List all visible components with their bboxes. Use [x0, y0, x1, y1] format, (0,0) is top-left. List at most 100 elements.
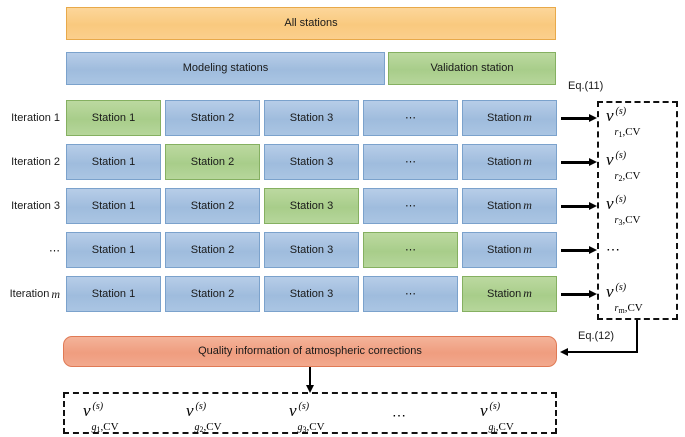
- station-cell[interactable]: Station 2: [165, 232, 260, 268]
- station-cell[interactable]: ⋯: [363, 232, 458, 268]
- cv-bottom-symbol: ⋯: [392, 409, 407, 424]
- station-cell-label: ⋯: [405, 111, 416, 124]
- iteration-output-arrow-line: [561, 117, 589, 120]
- station-cell[interactable]: Station 1: [66, 232, 161, 268]
- cv-symbol-superscript: (s): [92, 401, 104, 412]
- cv-symbol-superscript: (s): [298, 401, 310, 412]
- station-cell[interactable]: Station 3: [264, 232, 359, 268]
- iteration-row-label: Iteration 3: [11, 200, 60, 212]
- cv-symbol-base: v: [186, 401, 194, 420]
- station-cell[interactable]: ⋯: [363, 144, 458, 180]
- station-cell-label: Station 3: [289, 155, 334, 168]
- eq-11-label: Eq.(11): [568, 80, 604, 92]
- cv-symbol-superscript: (s): [615, 194, 627, 205]
- validation-station-box: Validation station: [388, 52, 556, 85]
- cv-symbol-superscript: (s): [489, 401, 501, 412]
- station-cell-label: ⋯: [405, 243, 416, 256]
- station-cell[interactable]: ⋯: [363, 276, 458, 312]
- cv-symbol-superscript: (s): [615, 150, 627, 161]
- cv-symbol-superscript: (s): [615, 282, 627, 293]
- eq12-horizontal-line: [568, 351, 638, 353]
- eq12-arrow-head: [560, 347, 568, 356]
- station-cell[interactable]: Station 1: [66, 188, 161, 224]
- iteration-output-arrow-line: [561, 293, 589, 296]
- cv-symbol-subscript: r3,CV: [614, 214, 641, 227]
- modeling-stations-box: Modeling stations: [66, 52, 385, 85]
- station-cell[interactable]: Station 3: [264, 100, 359, 136]
- station-cell-label: Station 1: [91, 287, 136, 300]
- station-cell[interactable]: Station 1: [66, 100, 161, 136]
- iteration-output-arrow-line: [561, 249, 589, 252]
- station-cell-label: Station 3: [289, 287, 334, 300]
- quality-information-box: Quality information of atmospheric corre…: [63, 336, 557, 367]
- quality-information-label: Quality information of atmospheric corre…: [198, 345, 422, 358]
- station-cell[interactable]: Station 1: [66, 276, 161, 312]
- station-cell-label: Station 1: [91, 199, 136, 212]
- station-cell-label: Station 3: [289, 199, 334, 212]
- cv-symbol-superscript: (s): [195, 401, 207, 412]
- cv-right-symbol: v(s)r1,CV: [606, 106, 641, 139]
- cv-symbol-subscript: g1,CV: [91, 421, 119, 434]
- iteration-output-arrow-line: [561, 161, 589, 164]
- iteration-output-arrow-line: [561, 205, 589, 208]
- eq-12-label: Eq.(12): [578, 330, 615, 342]
- cv-right-symbol: v(s) r2,CV: [606, 150, 641, 183]
- station-cell-label: Station 3: [289, 111, 334, 124]
- cv-symbol-base: v: [606, 282, 614, 301]
- cv-symbol-base: v: [606, 194, 614, 213]
- station-cell-label: Station 3: [289, 243, 334, 256]
- station-cell-label: Station 2: [190, 243, 235, 256]
- station-cell-label: ⋯: [405, 287, 416, 300]
- iteration-output-arrow-head: [589, 289, 597, 298]
- cv-symbol-subscript: rm,CV: [614, 302, 643, 315]
- quality-to-output-line: [309, 367, 311, 386]
- iteration-output-arrow-head: [589, 113, 597, 122]
- station-cell-label: ⋯: [405, 199, 416, 212]
- cv-symbol-subscript: r1,CV: [614, 126, 641, 139]
- station-cell-label: Station 1: [91, 155, 136, 168]
- all-stations-label: All stations: [284, 17, 338, 30]
- cv-symbol-base: v: [289, 401, 297, 420]
- station-cell[interactable]: Station 1: [66, 144, 161, 180]
- station-cell[interactable]: Station 3: [264, 276, 359, 312]
- station-cell[interactable]: Station 3: [264, 144, 359, 180]
- station-cell[interactable]: Station 3: [264, 188, 359, 224]
- station-cell[interactable]: Station 2: [165, 188, 260, 224]
- validation-station-label: Validation station: [430, 62, 514, 75]
- station-cell[interactable]: Station 2: [165, 144, 260, 180]
- cv-symbol-superscript: (s): [615, 106, 627, 117]
- quality-to-output-arrow-head: [305, 385, 314, 393]
- station-cell[interactable]: Station 2: [165, 100, 260, 136]
- cv-bottom-symbol: v(s) g3,CV: [289, 401, 325, 434]
- cv-bottom-symbol: v(s) g2,CV: [186, 401, 222, 434]
- station-cell-label: Station 2: [190, 199, 235, 212]
- cv-bottom-symbol: v(s)g1,CV: [83, 401, 119, 434]
- station-cell-label: Station 1: [91, 111, 136, 124]
- cv-symbol-subscript: g3,CV: [297, 421, 325, 434]
- iteration-row-label: ⋯: [49, 244, 60, 257]
- station-cell[interactable]: ⋯: [363, 188, 458, 224]
- station-cell[interactable]: Station 2: [165, 276, 260, 312]
- eq12-vertical-line: [636, 320, 638, 353]
- cv-symbol-subscript: gi,CV: [488, 421, 514, 434]
- cv-symbol-subscript: g2,CV: [194, 421, 222, 434]
- cv-right-symbol: v(s) r3,CV: [606, 194, 641, 227]
- cv-right-dashed-box: [597, 101, 678, 320]
- station-cell[interactable]: ⋯: [363, 100, 458, 136]
- iteration-output-arrow-head: [589, 245, 597, 254]
- cv-symbol-base: v: [606, 150, 614, 169]
- station-cell-label: Station 2: [190, 155, 235, 168]
- cv-right-symbol: ⋯: [606, 243, 621, 258]
- cv-symbol-subscript: r2,CV: [614, 170, 641, 183]
